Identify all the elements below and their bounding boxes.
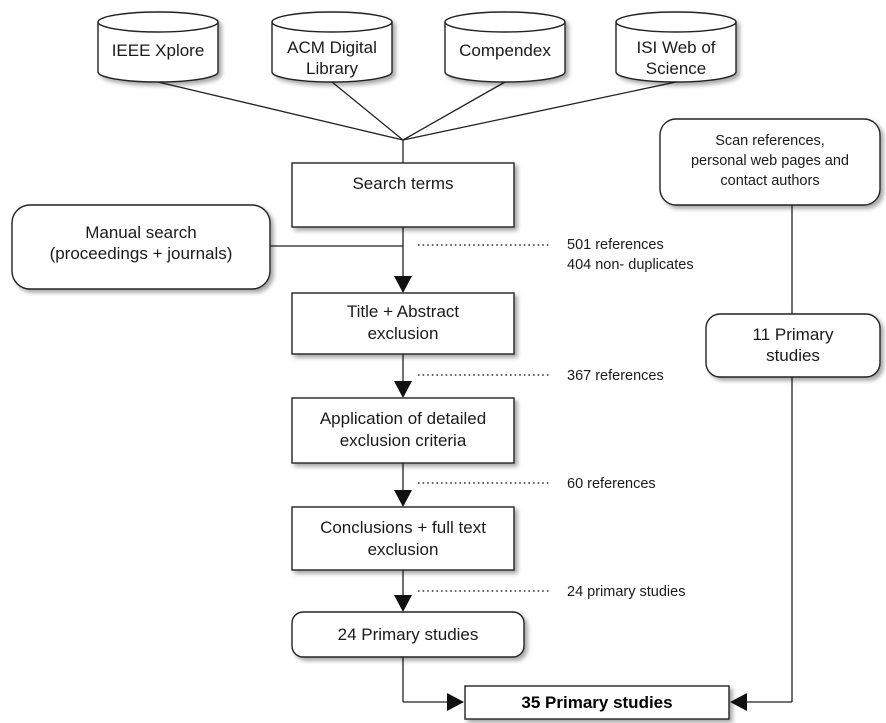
database-label-compendex: Compendex — [459, 41, 551, 60]
main-flow-connectors — [270, 205, 793, 703]
database-connectors — [157, 81, 677, 163]
arrow-left-to-final — [447, 693, 464, 711]
search-terms-label: Search terms — [352, 174, 453, 193]
arrow-right-to-final — [730, 693, 747, 711]
manual-search-label-1: Manual search — [85, 223, 197, 242]
count-after-title: 367 references — [567, 368, 664, 384]
conclusions-label-1: Conclusions + full text — [320, 518, 486, 537]
count-after-search-1: 501 references — [567, 237, 664, 253]
database-ieee-xplore — [97, 11, 219, 83]
primary-24-label: 24 Primary studies — [338, 625, 479, 644]
arrow-to-conclusions — [394, 490, 412, 507]
arrow-to-primary-24 — [394, 595, 412, 612]
search-terms-box — [291, 162, 515, 228]
database-compendex — [444, 11, 566, 83]
database-label-acm-2: Library — [306, 59, 358, 78]
final-primary-box — [464, 685, 730, 720]
detailed-criteria-label-1: Application of detailed — [320, 409, 486, 428]
primary-11-label-2: studies — [766, 346, 820, 365]
database-isi-web-of-science — [615, 11, 737, 83]
detailed-criteria-label-2: exclusion criteria — [340, 431, 467, 450]
title-abstract-label-2: exclusion — [368, 324, 439, 343]
count-after-search-2: 404 non- duplicates — [567, 257, 694, 273]
arrow-to-detailed-criteria — [394, 381, 412, 398]
detailed-criteria-box — [291, 397, 515, 464]
database-label-acm-1: ACM Digital — [287, 38, 377, 57]
count-leaders — [418, 244, 550, 592]
scan-references-label-2: personal web pages and — [691, 153, 849, 169]
count-after-detailed: 60 references — [567, 476, 656, 492]
primary-11-box — [705, 313, 881, 378]
count-after-conclusions: 24 primary studies — [567, 584, 685, 600]
title-abstract-label-1: Title + Abstract — [347, 302, 460, 321]
title-abstract-box — [291, 292, 515, 355]
primary-11-label-1: 11 Primary — [753, 325, 834, 344]
database-label-isi-2: Science — [646, 59, 706, 78]
primary-24-box — [291, 611, 525, 658]
arrow-to-title-abstract — [394, 276, 412, 293]
manual-search-label-2: (proceedings + journals) — [50, 244, 233, 263]
database-label-isi-1: ISI Web of — [636, 38, 715, 57]
conclusions-label-2: exclusion — [368, 540, 439, 559]
database-label-ieee: IEEE Xplore — [112, 41, 205, 60]
scan-references-box — [659, 118, 881, 206]
scan-references-label-1: Scan references, — [715, 133, 825, 149]
conclusions-box — [291, 506, 515, 571]
database-acm-digital-library — [271, 11, 393, 83]
manual-search-box — [11, 204, 271, 290]
scan-references-label-3: contact authors — [720, 173, 819, 189]
final-primary-label: 35 Primary studies — [521, 693, 672, 712]
